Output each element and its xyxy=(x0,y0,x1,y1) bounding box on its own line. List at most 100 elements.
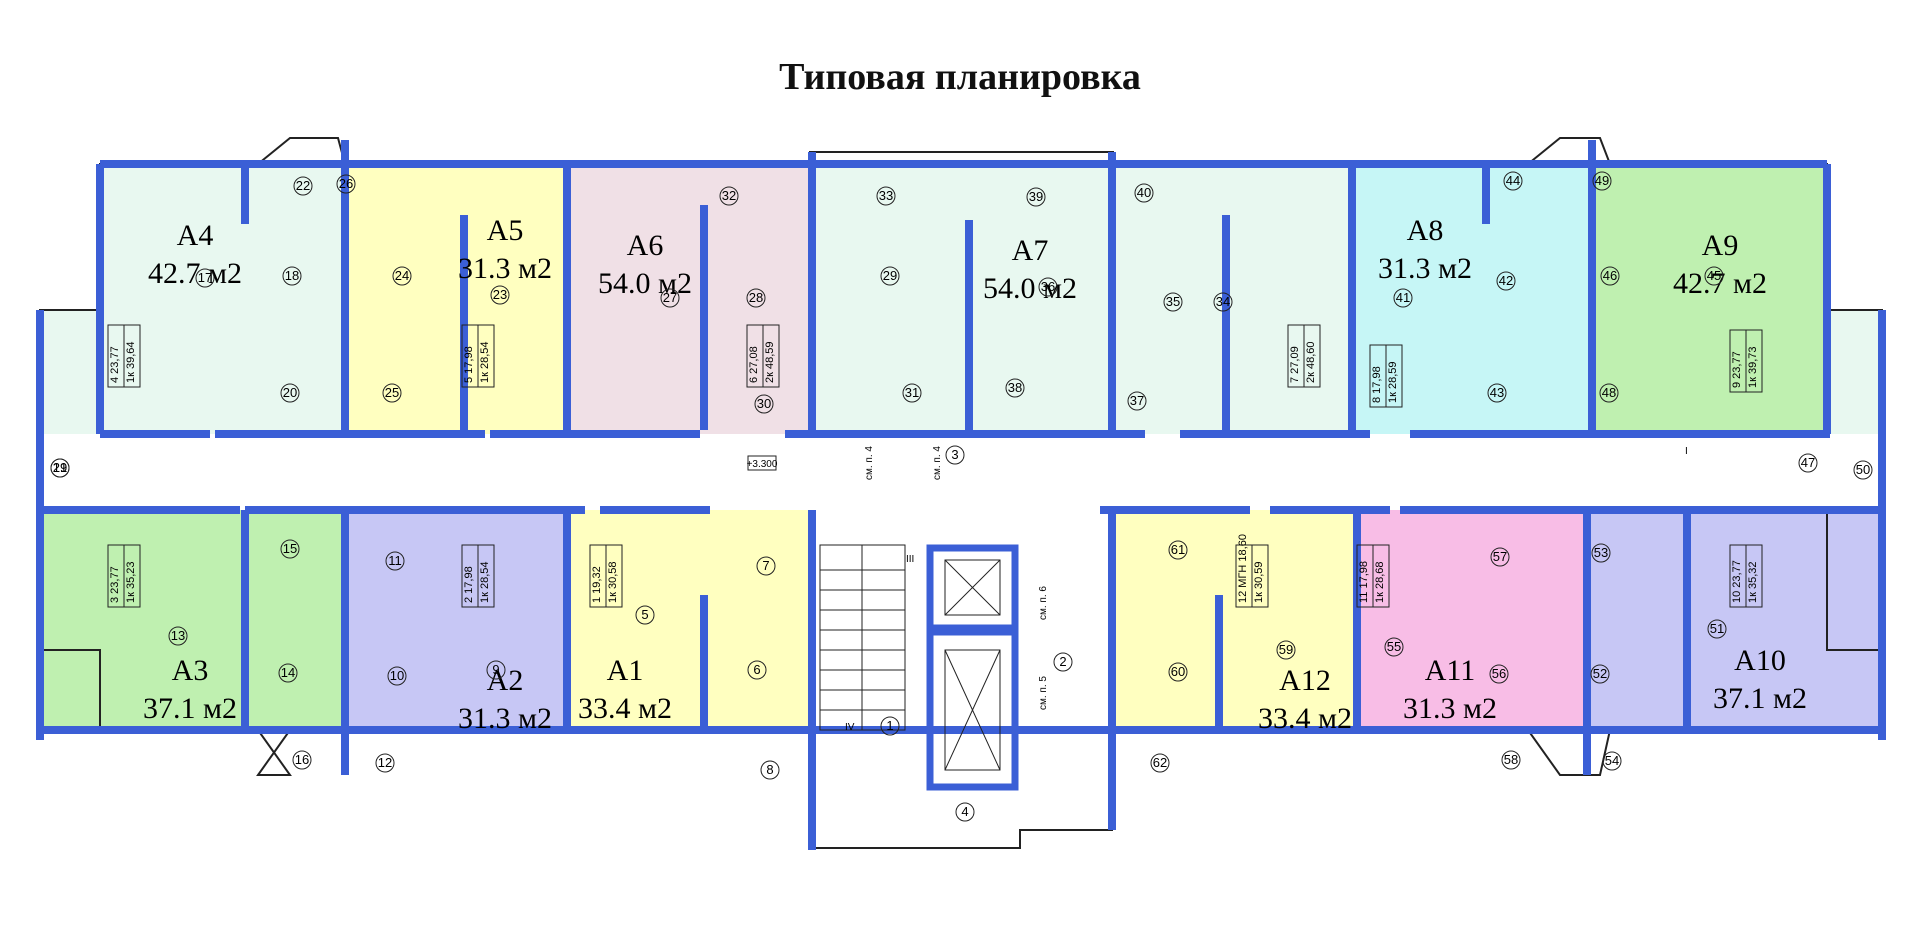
svg-text:31: 31 xyxy=(905,385,919,400)
apartment-a5-info-0: 5 17,98 xyxy=(463,346,475,383)
svg-text:32: 32 xyxy=(722,188,736,203)
room-number-8: 8 xyxy=(760,760,780,780)
room-number-10: 10 xyxy=(387,666,407,686)
apartment-a7-info-1: 2к 48,60 xyxy=(1305,341,1317,383)
svg-text:23: 23 xyxy=(493,287,507,302)
room-number-43: 43 xyxy=(1487,383,1507,403)
stair-roman-3: III xyxy=(906,554,914,565)
svg-text:34: 34 xyxy=(1216,294,1230,309)
svg-text:25: 25 xyxy=(385,385,399,400)
room-number-48: 48 xyxy=(1599,383,1619,403)
room-number-33: 33 xyxy=(876,186,896,206)
apartment-a2-fill[interactable] xyxy=(345,510,567,730)
room-number-3: 3 xyxy=(945,445,965,465)
room-number-14: 14 xyxy=(278,663,298,683)
apartment-a12-fill[interactable] xyxy=(1112,510,1357,730)
elevators xyxy=(926,544,1019,791)
room-number-41: 41 xyxy=(1393,288,1413,308)
apartment-a8-info-0: 8 17,98 xyxy=(1371,366,1383,403)
walls xyxy=(36,140,1886,850)
svg-text:40: 40 xyxy=(1137,185,1151,200)
stair-ref-1: см. п. 4 xyxy=(864,446,875,480)
apartment-a4-area: 42.7 м2 xyxy=(148,257,242,290)
svg-text:54: 54 xyxy=(1605,753,1619,768)
svg-text:58: 58 xyxy=(1504,752,1518,767)
apartment-a9-name: А9 xyxy=(1702,229,1739,262)
apartment-a2-info-1: 1к 28,54 xyxy=(479,561,491,603)
svg-text:22: 22 xyxy=(296,178,310,193)
room-number-45: 45 xyxy=(1704,266,1724,286)
room-number-46: 46 xyxy=(1600,266,1620,286)
apartment-a3-name: А3 xyxy=(172,654,209,687)
svg-text:4: 4 xyxy=(961,804,968,819)
svg-text:8: 8 xyxy=(766,762,773,777)
svg-text:10: 10 xyxy=(390,668,404,683)
svg-text:53: 53 xyxy=(1594,545,1608,560)
apartment-a4-info-1: 1к 39,64 xyxy=(125,341,137,383)
svg-text:62: 62 xyxy=(1153,755,1167,770)
apartment-a3-info-1: 1к 35,23 xyxy=(125,561,137,603)
room-number-26: 26 xyxy=(336,174,356,194)
svg-text:61: 61 xyxy=(1171,542,1185,557)
apartment-a11-info-1: 1к 28,68 xyxy=(1374,561,1386,603)
apartment-a8-area: 31.3 м2 xyxy=(1378,252,1472,285)
room-number-36: 36 xyxy=(1038,277,1058,297)
svg-text:36: 36 xyxy=(1041,279,1055,294)
svg-text:12: 12 xyxy=(378,755,392,770)
svg-text:48: 48 xyxy=(1602,385,1616,400)
apartment-a11-fill[interactable] xyxy=(1357,510,1587,730)
svg-text:5: 5 xyxy=(641,607,648,622)
room-number-27: 27 xyxy=(660,288,680,308)
apartment-a5-info-1: 1к 28,54 xyxy=(479,341,491,383)
room-number-11: 11 xyxy=(385,551,405,571)
room-number-49: 49 xyxy=(1592,171,1612,191)
room-number-35: 35 xyxy=(1163,292,1183,312)
svg-text:55: 55 xyxy=(1387,639,1401,654)
room-number-30: 30 xyxy=(754,394,774,414)
svg-text:19: 19 xyxy=(53,460,67,475)
svg-text:35: 35 xyxy=(1166,294,1180,309)
annotations: +3.300 см. п. 4 см. п. 4 см. п. 6 см. п.… xyxy=(747,446,1688,733)
level-mark: +3.300 xyxy=(747,459,778,470)
apartment-a3-fill[interactable] xyxy=(40,510,345,730)
svg-text:3: 3 xyxy=(951,447,958,462)
apartment-a9-bay xyxy=(1827,310,1882,434)
room-number-56: 56 xyxy=(1489,664,1509,684)
svg-text:15: 15 xyxy=(283,541,297,556)
apartment-a7-fill[interactable] xyxy=(812,164,1352,434)
apartment-a5-info: 5 17,98 1к 28,54 xyxy=(461,324,495,388)
svg-text:57: 57 xyxy=(1493,549,1507,564)
svg-text:42: 42 xyxy=(1499,273,1513,288)
apartment-a10-info-0: 10 23,77 xyxy=(1731,560,1743,603)
apartment-a1-fill[interactable] xyxy=(567,510,812,730)
apartment-a1-area: 33.4 м2 xyxy=(578,692,672,725)
apartment-a9-fill[interactable] xyxy=(1592,164,1827,434)
apartment-a5-fill[interactable] xyxy=(345,164,567,434)
room-number-20: 20 xyxy=(280,383,300,403)
apartment-a7-info-0: 7 27,09 xyxy=(1289,346,1301,383)
apartment-a8-name: А8 xyxy=(1407,214,1444,247)
room-number-9: 9 xyxy=(486,660,506,680)
room-number-42: 42 xyxy=(1496,271,1516,291)
room-number-57: 57 xyxy=(1490,547,1510,567)
apartment-a8-fill[interactable] xyxy=(1352,164,1592,434)
room-number-38: 38 xyxy=(1005,378,1025,398)
apartment-a7-info: 7 27,09 2к 48,60 xyxy=(1287,324,1321,388)
apartment-a3-info: 3 23,77 1к 35,23 xyxy=(107,544,141,608)
svg-text:7: 7 xyxy=(762,558,769,573)
room-number-2: 2 xyxy=(1053,652,1073,672)
apartment-a4-fill[interactable] xyxy=(100,164,345,434)
apartment-a6-fill[interactable] xyxy=(567,164,812,434)
apartment-a3-info-0: 3 23,77 xyxy=(109,566,121,603)
apartment-a10-fill[interactable] xyxy=(1587,510,1882,730)
room-number-4: 4 xyxy=(955,802,975,822)
apartment-a5-name: А5 xyxy=(487,214,524,247)
apartment-a11-name: А11 xyxy=(1425,654,1476,687)
stairwell xyxy=(819,544,906,731)
svg-text:28: 28 xyxy=(749,290,763,305)
svg-text:46: 46 xyxy=(1603,268,1617,283)
